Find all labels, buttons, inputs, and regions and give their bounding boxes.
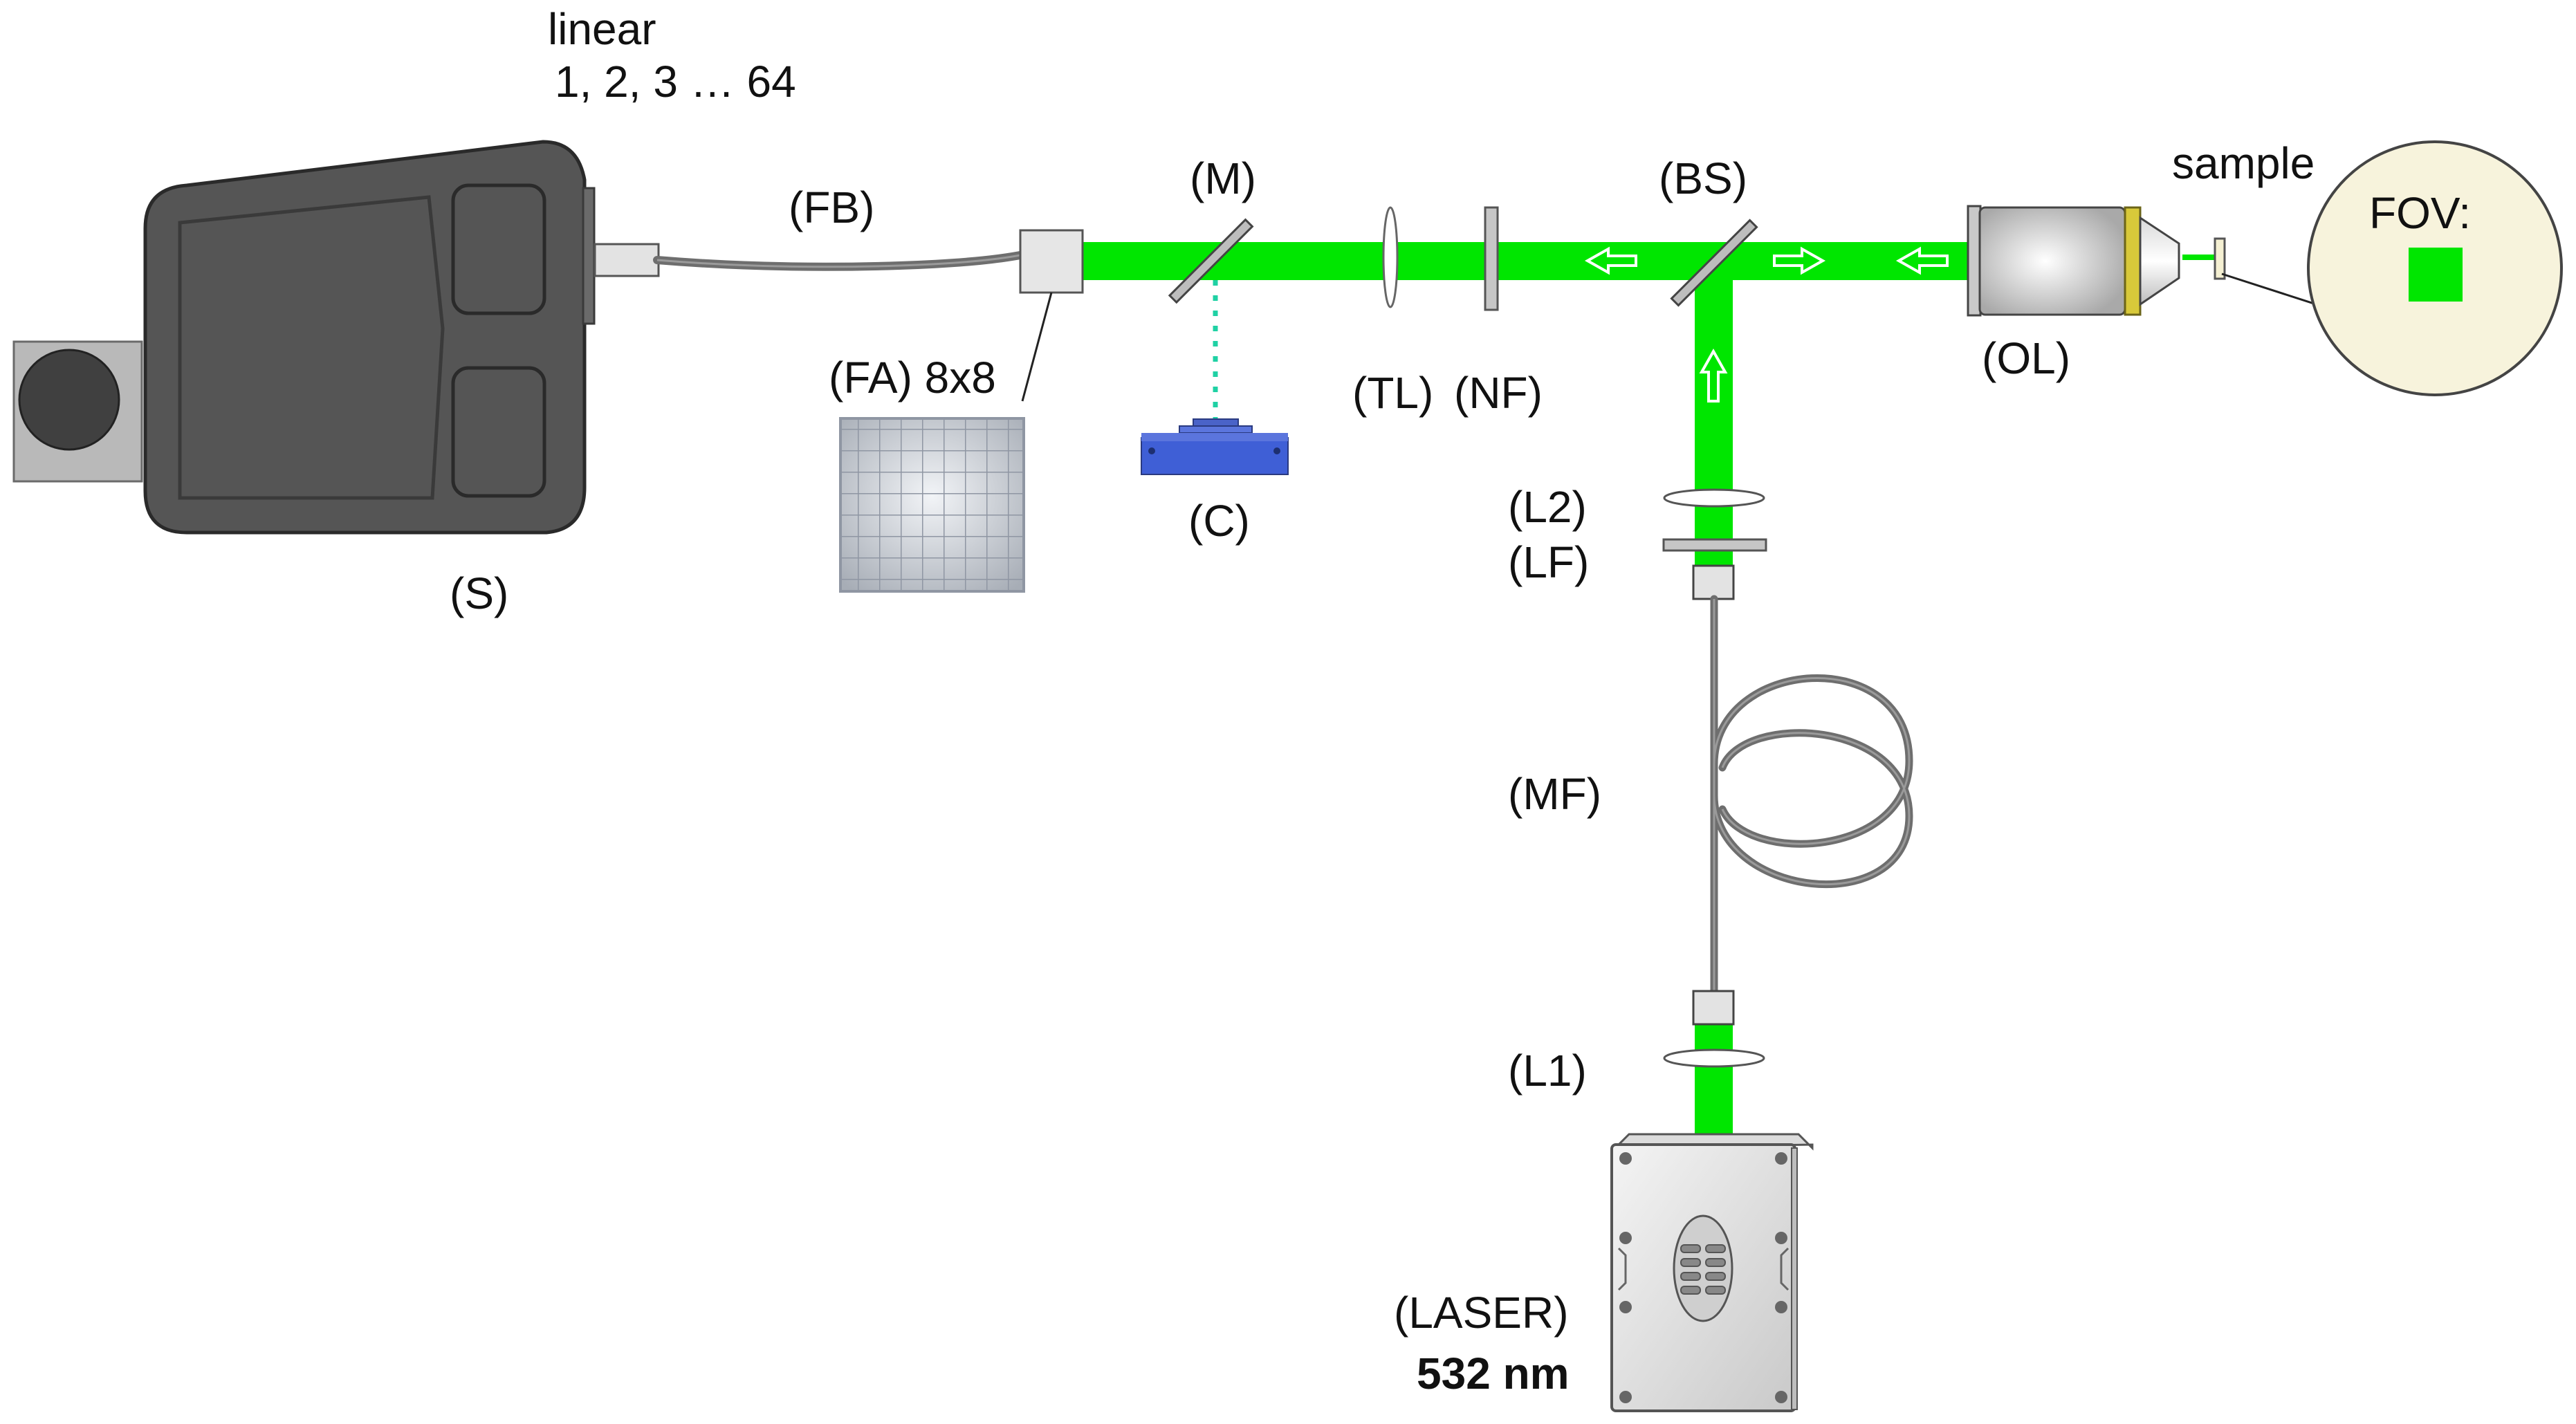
laser-source bbox=[1610, 1133, 1814, 1412]
fiber-adapter-box bbox=[1019, 229, 1084, 294]
camera bbox=[1141, 418, 1289, 475]
spectrometer-fiber-connector bbox=[594, 243, 660, 277]
fa-leader-line bbox=[1021, 292, 1053, 402]
arrow-left-icon bbox=[1895, 246, 1949, 275]
label-lf: (LF) bbox=[1508, 537, 1589, 587]
label-linear: linear bbox=[548, 4, 656, 54]
notch-filter bbox=[1484, 206, 1499, 311]
label-nf: (NF) bbox=[1454, 368, 1543, 418]
arrow-up-icon bbox=[1699, 348, 1728, 403]
label-mf: (MF) bbox=[1508, 769, 1601, 819]
fov-green-square bbox=[2409, 248, 2463, 302]
fiber-bundle-highlight bbox=[656, 253, 1024, 268]
label-channels: 1, 2, 3 … 64 bbox=[555, 57, 796, 107]
fiber-array-8x8 bbox=[839, 417, 1025, 593]
label-fa: (FA) 8x8 bbox=[829, 353, 996, 403]
arrow-right-icon bbox=[1773, 246, 1826, 275]
spectrometer-port bbox=[18, 349, 120, 451]
label-s: (S) bbox=[450, 568, 508, 618]
beam-vertical-lower bbox=[1695, 1022, 1733, 1134]
spectrometer-button-upper bbox=[451, 183, 546, 315]
spectrometer bbox=[12, 140, 660, 535]
objective-lens bbox=[1967, 205, 2180, 317]
arrow-left-icon bbox=[1584, 246, 1637, 275]
label-c: (C) bbox=[1188, 496, 1250, 546]
label-fov: FOV: bbox=[2369, 188, 2471, 238]
label-tl: (TL) bbox=[1352, 368, 1433, 418]
label-m: (M) bbox=[1190, 154, 1256, 203]
label-sample: sample bbox=[2172, 138, 2315, 188]
fiber-coupler-upper bbox=[1692, 564, 1735, 600]
lens-l1 bbox=[1663, 1048, 1765, 1068]
lens-l2 bbox=[1663, 488, 1765, 508]
label-bs: (BS) bbox=[1659, 154, 1747, 203]
tube-lens bbox=[1382, 206, 1399, 308]
label-l2: (L2) bbox=[1508, 482, 1587, 532]
spectrometer-button-lower bbox=[451, 366, 546, 498]
direction-arrows bbox=[1584, 246, 1949, 403]
label-fb: (FB) bbox=[789, 183, 874, 232]
label-laser: (LASER) bbox=[1394, 1288, 1569, 1338]
label-l1: (L1) bbox=[1508, 1046, 1587, 1095]
spectrometer-connector-plate bbox=[582, 187, 596, 325]
label-wavelength: 532 nm bbox=[1417, 1349, 1570, 1398]
beam-vertical-upper bbox=[1695, 261, 1733, 569]
spectrometer-front-panel bbox=[178, 195, 445, 500]
sample-slide bbox=[2214, 237, 2226, 280]
mirror bbox=[1168, 218, 1254, 304]
fiber-coupler-lower bbox=[1692, 990, 1735, 1026]
beam-splitter bbox=[1670, 219, 1758, 307]
beam-to-sample bbox=[2182, 255, 2217, 260]
label-ol: (OL) bbox=[1982, 333, 2070, 383]
laser-line-filter bbox=[1662, 538, 1767, 552]
multimode-fiber bbox=[1710, 595, 1913, 1000]
